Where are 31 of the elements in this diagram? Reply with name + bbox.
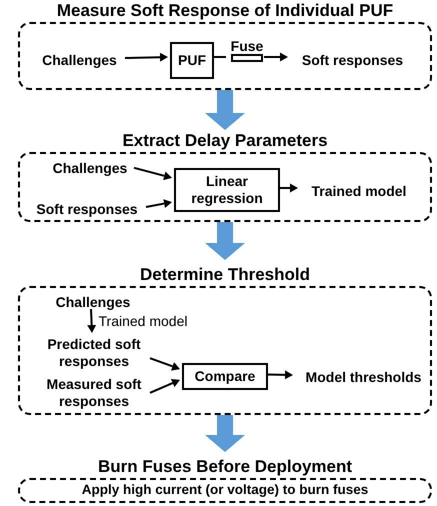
arrow (146, 199, 172, 208)
stage-title: Measure Soft Response of Individual PUF (56, 1, 394, 21)
arrow (87, 308, 96, 333)
flow-text: Model thresholds (295, 367, 432, 387)
flow-text: Measured soft responses (36, 375, 152, 411)
flow-text: Soft responses (290, 50, 415, 70)
flow-text: Soft responses (26, 200, 148, 218)
arrow (264, 52, 288, 62)
arrow (278, 184, 298, 192)
block-arrow (205, 415, 245, 452)
edge-label: Trained model (98, 313, 188, 329)
connector-line (212, 56, 226, 58)
flow-text: Predicted soft responses (36, 335, 152, 371)
fuse-label: Fuse (230, 38, 264, 54)
block-arrow (205, 222, 245, 260)
stage-description: Apply high current (or voltage) to burn fuses (82, 481, 368, 500)
stage-title: Determine Threshold (140, 265, 310, 285)
process-box: Linear regression (174, 168, 280, 212)
stage-title: Extract Delay Parameters (122, 131, 328, 151)
flow-text: Challenges (47, 293, 139, 311)
arrow (134, 166, 172, 180)
block-arrow (205, 90, 245, 130)
arrow (124, 52, 168, 62)
process-box: Compare (182, 363, 268, 390)
flow-text: Challenges (32, 50, 127, 70)
stage-title: Burn Fuses Before Deployment (98, 457, 352, 477)
flow-text: Trained model (300, 181, 418, 201)
flow-text: Challenges (44, 159, 136, 177)
process-box: PUF (170, 42, 214, 79)
arrow (150, 378, 180, 394)
arrow (150, 357, 180, 371)
